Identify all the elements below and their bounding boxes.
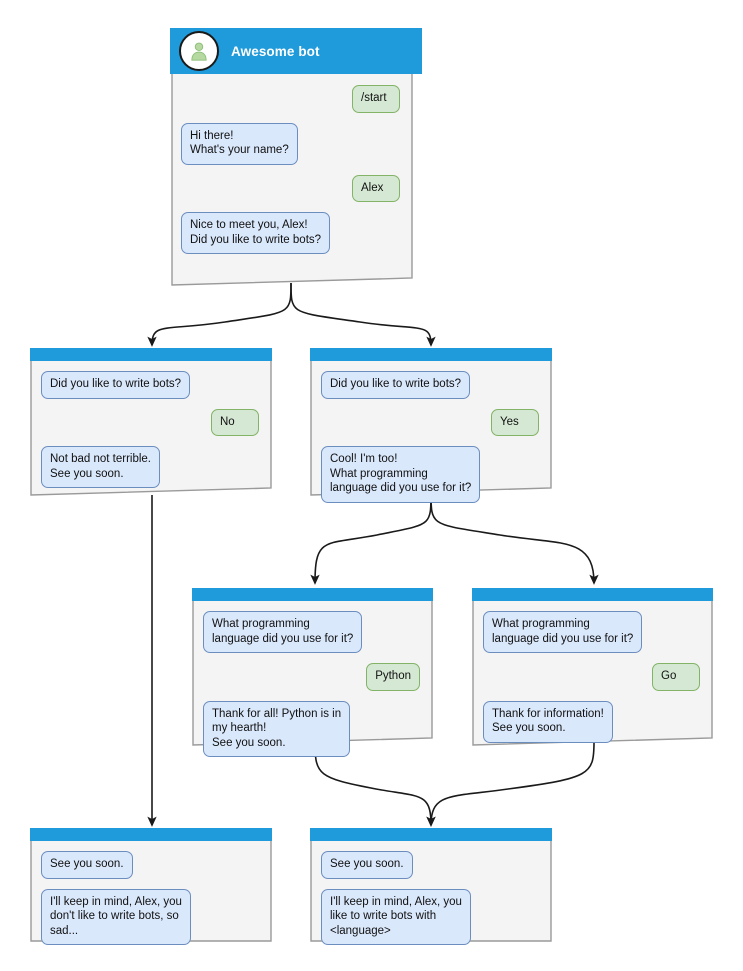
message-list-end-happy: See you soon. I'll keep in mind, Alex, y… [310,841,552,945]
connector-start-to-yes [290,282,436,347]
message-list-language-python: What programming language did you use fo… [192,601,433,757]
bot-message-bubble: What programming language did you use fo… [203,611,363,653]
message-row: Alex [181,174,402,202]
bot-message-bubble: Cool! I'm too! What programming language… [321,446,481,503]
chat-card-language-python: What programming language did you use fo… [192,588,433,757]
chat-card-end-sad: See you soon. I'll keep in mind, Alex, y… [30,828,272,945]
bot-message-bubble: Not bad not terrible. See you soon. [41,446,161,488]
message-row: Did you like to write bots? [41,371,261,399]
message-row: Cool! I'm too! What programming language… [321,446,541,503]
connector-go-to-end-happy [426,741,595,827]
bot-message-bubble: Thank for all! Python is in my hearth! S… [203,700,351,757]
message-row: Go [483,663,702,691]
user-message-bubble[interactable]: /start [352,85,400,113]
connector-yes-to-go [430,492,599,585]
user-message-bubble[interactable]: Go [652,663,700,691]
message-row: What programming language did you use fo… [483,611,702,653]
card-header-end-happy [310,828,552,841]
bot-message-bubble: See you soon. [41,851,133,879]
chat-card-answer-yes: Did you like to write bots? Yes Cool! I'… [310,348,552,503]
card-title-start: Awesome bot [231,43,320,59]
user-message-bubble[interactable]: Yes [491,408,539,436]
message-row: I'll keep in mind, Alex, you don't like … [41,888,261,945]
bot-message-bubble: See you soon. [321,851,413,879]
chat-card-end-happy: See you soon. I'll keep in mind, Alex, y… [310,828,552,945]
message-row: See you soon. [41,851,261,879]
message-row: Did you like to write bots? [321,371,541,399]
user-message-bubble[interactable]: No [211,408,259,436]
message-list-answer-yes: Did you like to write bots? Yes Cool! I'… [310,361,552,503]
message-list-language-go: What programming language did you use fo… [472,601,713,746]
message-row: Thank for all! Python is in my hearth! S… [203,700,422,757]
chat-card-language-go: What programming language did you use fo… [472,588,713,746]
card-header-answer-no [30,348,272,361]
connector-start-to-no [147,282,292,347]
message-list-answer-no: Did you like to write bots? No Not bad n… [30,361,272,496]
card-header-answer-yes [310,348,552,361]
bot-message-bubble: Thank for information! See you soon. [483,700,613,743]
user-message-bubble[interactable]: Alex [352,174,400,202]
bot-message-bubble: What programming language did you use fo… [483,611,643,653]
message-row: Python [203,663,422,691]
card-header-end-sad [30,828,272,841]
user-message-bubble[interactable]: Python [366,663,420,691]
bot-message-bubble: I'll keep in mind, Alex, you like to wri… [321,888,471,945]
card-header-language-python [192,588,433,601]
message-row: /start [181,85,402,113]
message-row: I'll keep in mind, Alex, you like to wri… [321,888,541,945]
bot-message-bubble: Nice to meet you, Alex! Did you like to … [181,212,331,254]
message-list-end-sad: See you soon. I'll keep in mind, Alex, y… [30,841,272,945]
message-row: Nice to meet you, Alex! Did you like to … [181,212,402,254]
message-row: Yes [321,408,541,436]
bot-message-bubble: Hi there! What's your name? [181,122,298,165]
card-header-language-go [472,588,713,601]
bot-message-bubble: Did you like to write bots? [321,371,471,399]
message-row: No [41,408,261,436]
chat-card-start: Awesome bot /start Hi there! What's your… [170,28,422,286]
message-row: Thank for information! See you soon. [483,700,702,743]
bot-message-bubble: I'll keep in mind, Alex, you don't like … [41,888,191,945]
message-list-start: /start Hi there! What's your name? Alex … [170,74,413,286]
person-avatar-icon [179,31,219,71]
message-row: See you soon. [321,851,541,879]
card-header-start: Awesome bot [170,28,422,74]
message-row: Not bad not terrible. See you soon. [41,446,261,488]
chat-card-answer-no: Did you like to write bots? No Not bad n… [30,348,272,496]
connector-yes-to-python [310,492,432,585]
message-row: What programming language did you use fo… [203,611,422,653]
bot-message-bubble: Did you like to write bots? [41,371,191,399]
message-row: Hi there! What's your name? [181,122,402,165]
